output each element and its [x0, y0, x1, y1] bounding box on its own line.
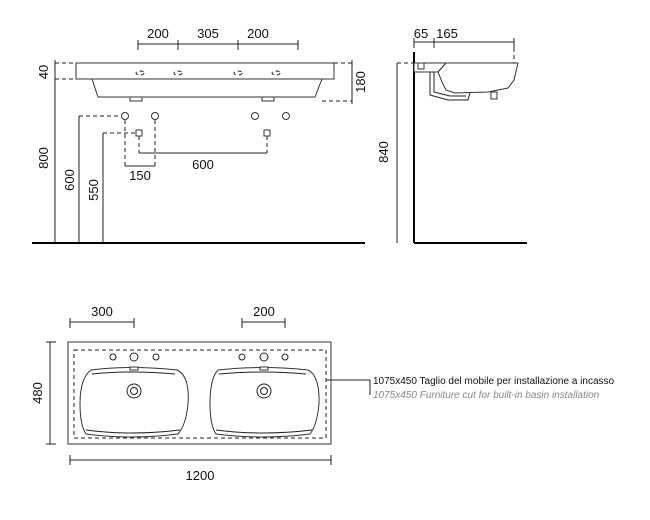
dim-hole-mid: 305 [197, 26, 219, 41]
bracket [417, 62, 425, 70]
tap-hole-icon [109, 353, 117, 361]
drain-fitting-right [263, 129, 271, 137]
dim-depth-a: 65 [414, 26, 428, 41]
front-view: 200 305 200 40 180 800 600 550 [32, 26, 368, 244]
cabinet-cut-outline [73, 349, 327, 439]
dim-drain-height: 550 [86, 179, 101, 201]
tap-hole-icon [259, 352, 269, 362]
dim-left-offset: 300 [91, 304, 113, 319]
drain-fitting-left [135, 129, 143, 137]
dim-top-width: 1200 [186, 468, 215, 483]
dim-hole-left: 200 [147, 26, 169, 41]
tap-hole-mark [233, 70, 243, 76]
drain-left [129, 96, 143, 102]
dim-supply-offset: 150 [129, 168, 151, 183]
side-view: 65 165 840 [376, 26, 527, 244]
top-view: 300 200 480 1200 1075x450 Taglio del mob… [30, 304, 615, 483]
dim-top-height: 800 [36, 147, 51, 169]
dim-side-height: 840 [376, 141, 391, 163]
right-bowl [209, 367, 320, 438]
cut-note-italian: 1075x450 Taglio del mobile per installaz… [373, 376, 615, 387]
dim-hole-right: 200 [247, 26, 269, 41]
tap-hole-mark [271, 70, 281, 76]
tap-hole-icon [281, 353, 289, 361]
basin-body [91, 78, 323, 98]
dim-basin-height: 180 [353, 71, 368, 93]
right-overflow [259, 366, 269, 371]
dim-supply-height: 600 [62, 169, 77, 191]
left-drain [126, 383, 142, 399]
basin-rim [75, 62, 335, 80]
tap-hole-icon [238, 353, 246, 361]
supply-fitting-right-2 [282, 112, 290, 120]
left-bowl [79, 367, 189, 438]
supply-fitting-right [251, 112, 259, 120]
dim-supply-spacing: 600 [192, 157, 214, 172]
overflow-fitting [490, 91, 498, 100]
right-drain [256, 383, 272, 399]
cut-note-english: 1075x450 Furniture cut for built-in basi… [373, 390, 600, 401]
dim-depth-b: 165 [436, 26, 458, 41]
drain-pipe [429, 72, 471, 101]
supply-fitting-left [121, 112, 129, 120]
tap-hole-icon [129, 352, 139, 362]
dim-rim-height: 40 [36, 65, 51, 79]
left-overflow [129, 366, 139, 371]
tap-hole-mark [173, 70, 183, 76]
tap-hole-icon [152, 353, 160, 361]
dim-top-depth: 480 [30, 382, 45, 404]
tap-hole-mark [135, 70, 145, 76]
drain-right [261, 96, 275, 102]
supply-fitting-left-2 [151, 112, 159, 120]
dim-right-span: 200 [253, 304, 275, 319]
